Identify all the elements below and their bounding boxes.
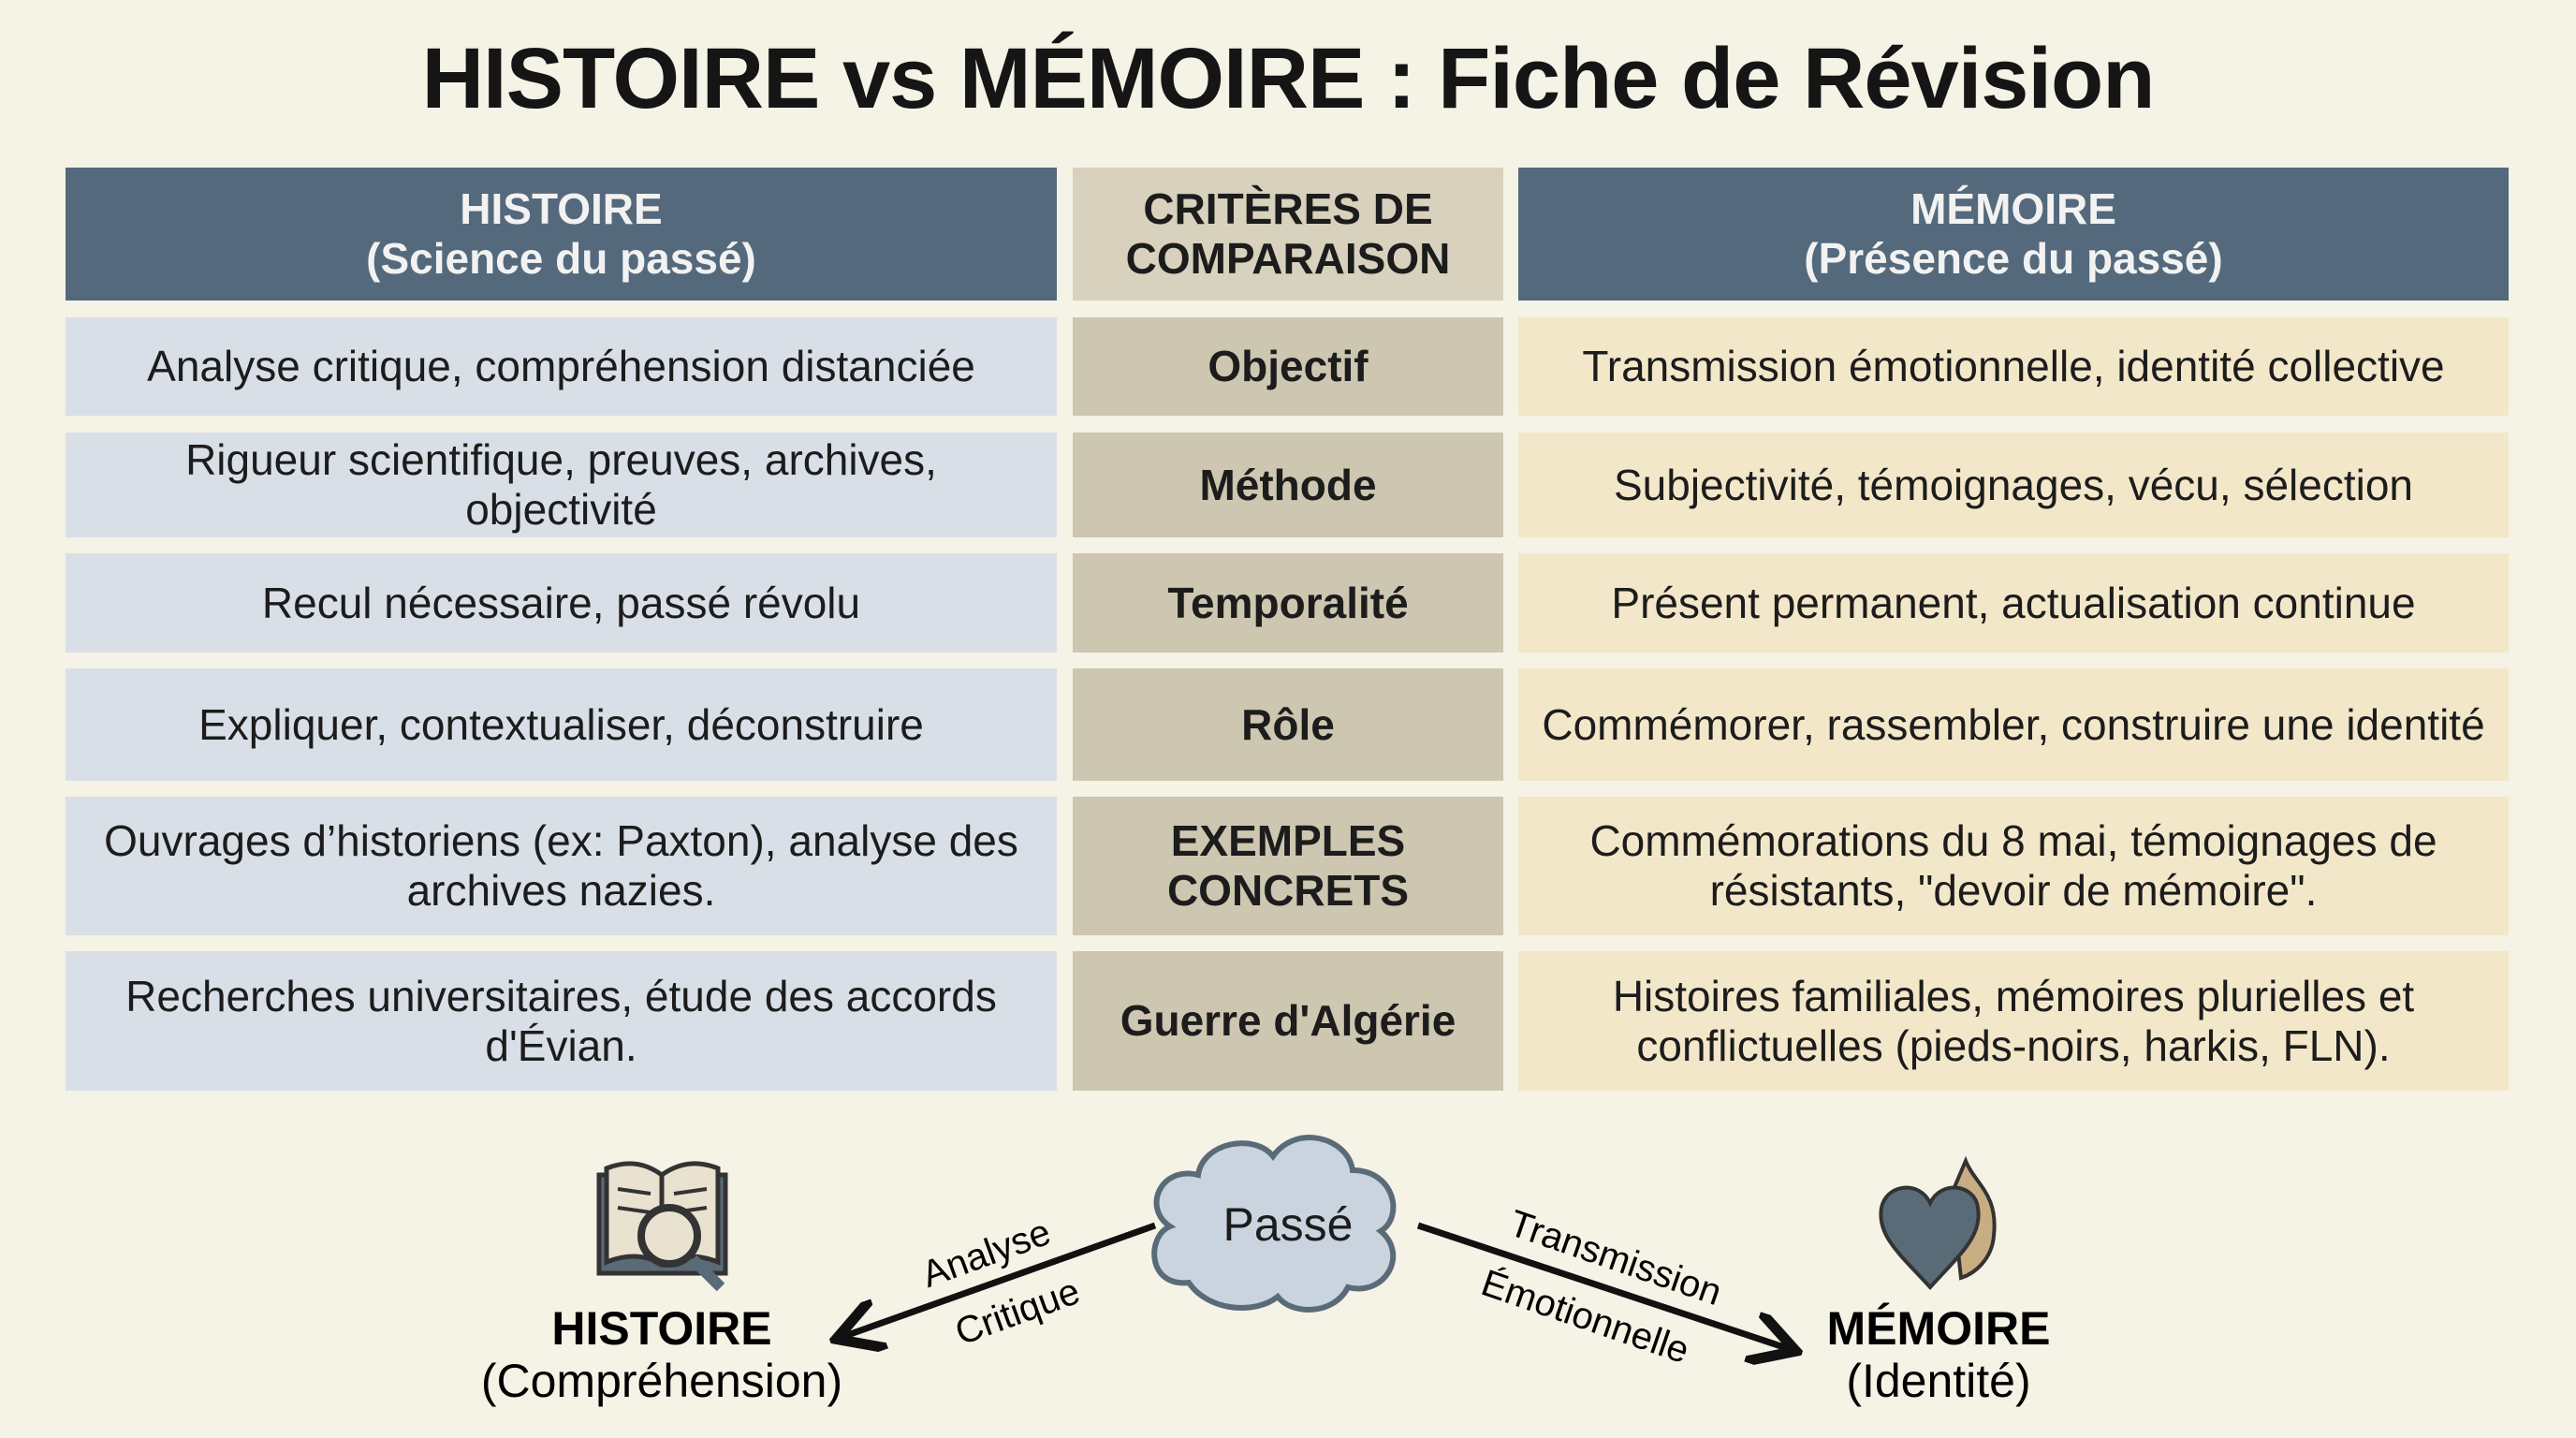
book-magnifier-icon — [596, 1161, 728, 1292]
cell-critere: Temporalité — [1073, 553, 1503, 653]
cell-critere: Objectif — [1073, 317, 1503, 416]
cell-histoire: Recherches universitaires, étude des acc… — [66, 951, 1057, 1091]
cell-memoire: Subjectivité, témoignages, vécu, sélecti… — [1518, 433, 2509, 537]
cell-memoire: Présent permanent, actualisation continu… — [1518, 553, 2509, 653]
histoire-sublabel: (Compréhension) — [481, 1355, 842, 1407]
cell-histoire: Recul nécessaire, passé révolu — [66, 553, 1057, 653]
arrow-to-histoire — [842, 1222, 1157, 1337]
cell-histoire: Rigueur scientifique, preuves, archives,… — [66, 433, 1057, 537]
header-memoire: MÉMOIRE (Présence du passé) — [1518, 168, 2509, 301]
cell-memoire: Transmission émotionnelle, identité coll… — [1518, 317, 2509, 416]
page-title: HISTOIRE vs MÉMOIRE : Fiche de Révision — [421, 31, 2156, 126]
memoire-sublabel: (Identité) — [1846, 1355, 2030, 1407]
cell-critere: Rôle — [1073, 668, 1503, 781]
memoire-label: MÉMOIRE — [1827, 1302, 2051, 1355]
cell-histoire: Ouvrages d’historiens (ex: Paxton), anal… — [66, 797, 1057, 935]
cell-histoire: Expliquer, contextualiser, déconstruire — [66, 668, 1057, 781]
header-criteres: CRITÈRES DE COMPARAISON — [1073, 168, 1503, 301]
cell-critere: Guerre d'Algérie — [1073, 951, 1503, 1091]
cloud-icon — [1151, 1135, 1397, 1313]
center-label: Passé — [1223, 1198, 1354, 1251]
cell-memoire: Histoires familiales, mémoires plurielle… — [1518, 951, 2509, 1091]
cell-histoire: Analyse critique, compréhension distanci… — [66, 317, 1057, 416]
cell-critere: EXEMPLES CONCRETS — [1073, 797, 1503, 935]
cell-memoire: Commémorations du 8 mai, témoignages de … — [1518, 797, 2509, 935]
cell-critere: Méthode — [1073, 433, 1503, 537]
header-histoire: HISTOIRE (Science du passé) — [66, 168, 1057, 301]
left-arrow-label-2: Critique — [950, 1270, 1086, 1353]
arrow-to-memoire — [1416, 1222, 1790, 1349]
flaming-heart-icon — [1879, 1155, 1997, 1290]
cell-memoire: Commémorer, rassembler, construire une i… — [1518, 668, 2509, 781]
histoire-label: HISTOIRE — [551, 1302, 771, 1355]
